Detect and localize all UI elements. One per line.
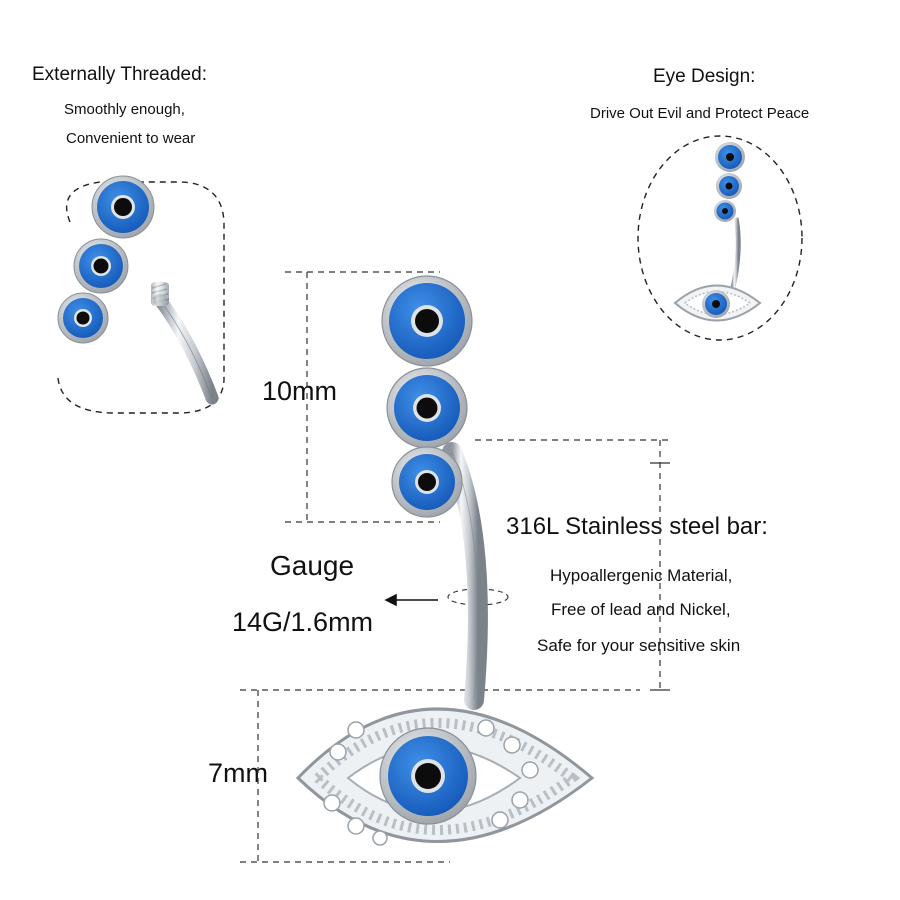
eye-design-desc: Drive Out Evil and Protect Peace [590,105,810,122]
gauge-arrow [384,588,509,607]
top-height-label: 10mm [262,376,338,406]
threaded-detail-gems [57,175,155,344]
threaded-desc-line1: Smoothly enough, [64,101,185,118]
gauge-value: 14G/1.6mm [232,607,374,637]
gauge-label: Gauge [270,550,355,581]
top-gem-3 [391,446,463,518]
threaded-desc-line2: Convenient to wear [66,130,196,147]
threaded-detail-frame [57,181,225,414]
top-gem-1 [381,275,473,367]
dimension-lines [240,271,670,863]
eye-design-heading: Eye Design: [653,66,756,87]
top-gem-2 [386,367,468,449]
material-feature-2: Free of lead and Nickel, [551,600,731,619]
material-heading: 316L Stainless steel bar: [506,513,768,540]
threaded-heading: Externally Threaded: [32,64,207,85]
eye-detail-mini-product [673,142,762,322]
threaded-detail-bar [151,282,219,405]
material-feature-1: Hypoallergenic Material, [550,566,733,585]
eye-detail-frame [637,135,803,341]
material-feature-3: Safe for your sensitive skin [537,636,741,655]
evil-eye-charm [295,707,595,846]
